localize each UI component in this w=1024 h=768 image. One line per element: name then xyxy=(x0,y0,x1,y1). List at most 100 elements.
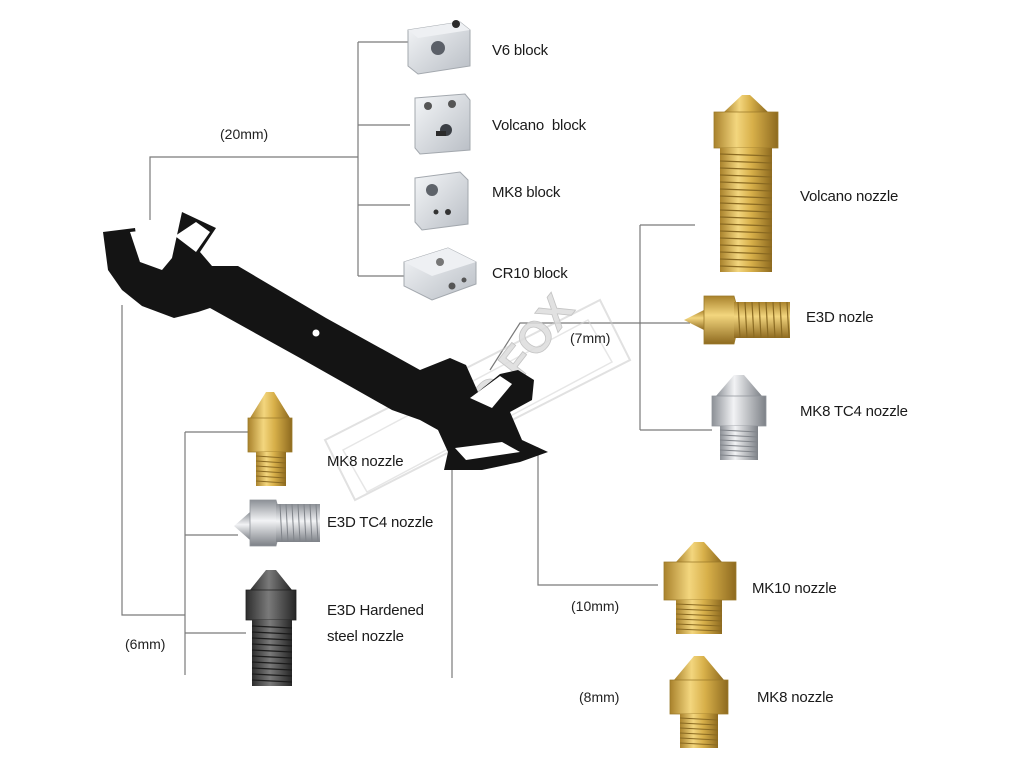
thread-line xyxy=(719,223,773,227)
label-mk8-nozzle-left: MK8 nozzle xyxy=(327,453,404,470)
thread-line xyxy=(251,661,293,665)
thread-line xyxy=(719,444,759,448)
thread-line xyxy=(297,503,301,543)
thread-line xyxy=(675,603,723,607)
thread-line xyxy=(719,244,773,248)
label-e3d-hardened-line2: steel nozzle xyxy=(327,628,404,645)
thread-line xyxy=(719,449,759,453)
thread-line xyxy=(675,613,723,617)
thread-line xyxy=(719,434,759,438)
thread-line xyxy=(719,251,773,255)
thread-line xyxy=(291,503,295,543)
v6-block-image xyxy=(407,20,471,75)
thread-line xyxy=(675,618,723,622)
thread-line xyxy=(737,301,741,339)
e3d-nozzle-image xyxy=(684,295,790,345)
thread-line xyxy=(251,631,293,635)
thread-line xyxy=(719,439,759,443)
thread-line xyxy=(285,503,289,543)
thread-line xyxy=(719,160,773,164)
thread-line xyxy=(679,717,719,721)
label-e3d-hardened-line1: E3D Hardened xyxy=(327,602,424,619)
thread-line xyxy=(251,679,293,683)
thread-line xyxy=(719,237,773,241)
thread-line xyxy=(255,480,287,484)
thread-line xyxy=(251,643,293,647)
mk8-nozzle-right-image xyxy=(669,656,729,748)
thread-line xyxy=(251,637,293,641)
thread-line xyxy=(279,503,283,543)
dimension-6mm: (6mm) xyxy=(125,636,166,652)
thread-line xyxy=(719,230,773,234)
dimension-7mm: (7mm) xyxy=(570,330,611,346)
thread-line xyxy=(251,625,293,629)
mk8-nozzle-left-image xyxy=(247,392,293,486)
thread-line xyxy=(719,181,773,185)
thread-line xyxy=(679,722,719,726)
watermark-logo xyxy=(323,298,632,502)
volcano-nozzle-image xyxy=(713,95,779,272)
thread-line xyxy=(772,301,776,339)
label-e3d-tc4-nozzle: E3D TC4 nozzle xyxy=(327,514,434,531)
e3d-hardened-steel-nozzle-image xyxy=(245,570,297,686)
thread-line xyxy=(765,301,769,339)
mk8-tc4-nozzle-image xyxy=(711,375,767,460)
thread-line xyxy=(719,429,759,433)
mk8-block-image xyxy=(414,171,469,231)
cr10-block-image xyxy=(403,247,477,301)
label-mk8-block: MK8 block xyxy=(492,184,561,201)
thread-line xyxy=(675,623,723,627)
thread-line xyxy=(251,649,293,653)
thread-line xyxy=(679,732,719,736)
thread-line xyxy=(719,188,773,192)
label-mk8-tc4-nozzle: MK8 TC4 nozzle xyxy=(800,403,908,420)
thread-line xyxy=(251,655,293,659)
thread-line xyxy=(719,454,759,458)
volcano-block-image xyxy=(414,93,471,155)
thread-line xyxy=(251,673,293,677)
thread-line xyxy=(719,202,773,206)
label-e3d-nozzle: E3D nozle xyxy=(806,309,874,326)
thread-line xyxy=(719,153,773,157)
dimension-10mm: (10mm) xyxy=(571,598,620,614)
thread-line xyxy=(744,301,748,339)
thread-line xyxy=(751,301,755,339)
thread-line xyxy=(315,503,319,543)
thread-line xyxy=(251,667,293,671)
label-cr10-block: CR10 block xyxy=(492,265,568,282)
label-volcano-nozzle: Volcano nozzle xyxy=(800,188,899,205)
thread-line xyxy=(719,174,773,178)
thread-line xyxy=(255,475,287,479)
thread-line xyxy=(675,628,723,632)
thread-line xyxy=(719,209,773,213)
dimension-20mm: (20mm) xyxy=(220,126,269,142)
thread-line xyxy=(719,258,773,262)
thread-line xyxy=(758,301,762,339)
wrench-icon xyxy=(103,212,548,470)
thread-line xyxy=(255,455,287,459)
thread-line xyxy=(675,608,723,612)
thread-line xyxy=(255,470,287,474)
thread-line xyxy=(719,216,773,220)
connector-lines xyxy=(121,41,712,678)
thread-line xyxy=(303,503,307,543)
e3d-tc4-nozzle-image xyxy=(234,499,320,547)
thread-line xyxy=(779,301,783,339)
thread-line xyxy=(309,503,313,543)
label-mk10-nozzle: MK10 nozzle xyxy=(752,580,837,597)
label-volcano-block: Volcano block xyxy=(492,117,586,134)
thread-line xyxy=(679,727,719,731)
thread-line xyxy=(255,465,287,469)
label-v6-block: V6 block xyxy=(492,42,548,59)
mk10-nozzle-image xyxy=(663,542,737,634)
thread-line xyxy=(679,737,719,741)
thread-line xyxy=(719,167,773,171)
thread-line xyxy=(786,301,790,339)
thread-line xyxy=(255,460,287,464)
dimension-8mm: (8mm) xyxy=(579,689,620,705)
label-mk8-nozzle-right: MK8 nozzle xyxy=(757,689,834,706)
thread-line xyxy=(679,742,719,746)
thread-line xyxy=(719,265,773,269)
